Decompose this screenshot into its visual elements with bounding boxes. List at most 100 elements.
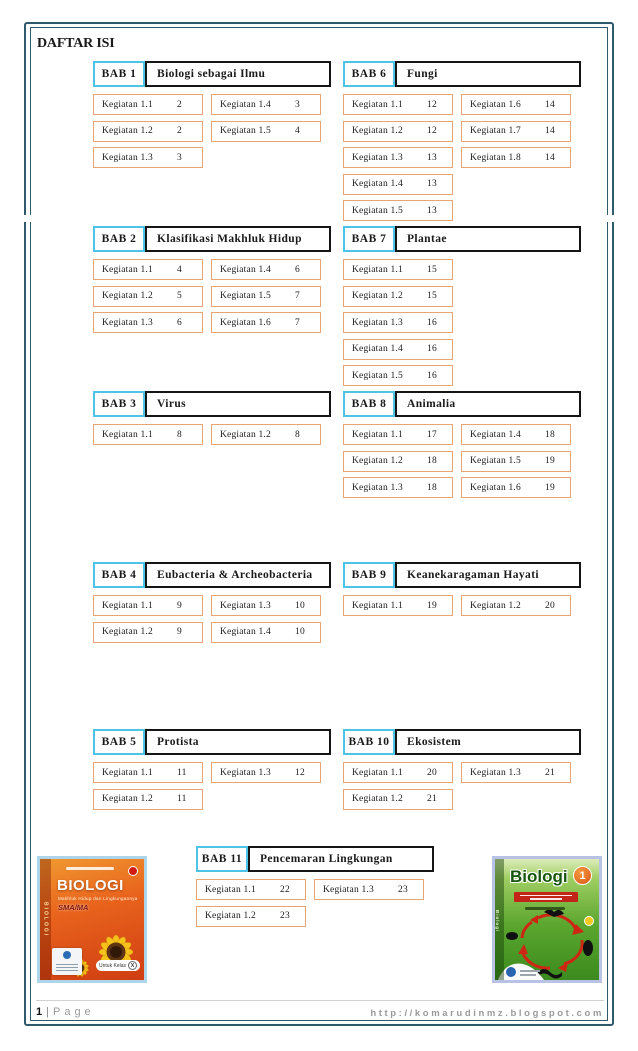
page-title: DAFTAR ISI — [37, 36, 115, 51]
chapter-section: BAB 9 Keanekaragaman Hayati Kegiatan 1.1… — [343, 562, 581, 616]
kegiatan-page-number: 15 — [427, 264, 437, 275]
chapter-title: Pencemaran Lingkungan — [248, 846, 434, 872]
publisher-dot-icon — [128, 866, 138, 876]
kegiatan-page-number: 11 — [177, 794, 187, 804]
kegiatan-label: Kegiatan 1.3 — [352, 482, 403, 493]
kegiatan-page-number: 21 — [427, 794, 437, 804]
page-join-gap-left — [21, 215, 34, 222]
kegiatan-label: Kegiatan 1.4 — [470, 429, 521, 440]
kegiatan-label: Kegiatan 1.3 — [220, 600, 271, 611]
kegiatan-page-number: 6 — [177, 317, 182, 328]
kegiatan-page-number: 18 — [545, 429, 555, 440]
kegiatan-page-number: 23 — [280, 911, 290, 921]
kegiatan-page-number: 18 — [427, 482, 437, 493]
chapter-title: Eubacteria & Archeobacteria — [145, 562, 331, 588]
kegiatan-label: Kegiatan 1.5 — [470, 456, 521, 466]
book-title: Biologi — [510, 867, 568, 886]
kegiatan-page-number: 18 — [427, 456, 437, 466]
page-border-inner — [30, 27, 608, 1021]
kegiatan-page-number: 9 — [177, 600, 182, 611]
kegiatan-label: Kegiatan 1.5 — [352, 370, 403, 381]
book-spine: Biologi — [495, 859, 504, 980]
kegiatan-page-number: 19 — [545, 482, 555, 493]
kegiatan-page-number: 13 — [427, 205, 437, 216]
kegiatan-label: Kegiatan 1.2 — [220, 429, 271, 440]
footer-page-indicator: 1|Page — [36, 1006, 95, 1018]
chapter-title: Virus — [145, 391, 331, 417]
kegiatan-page-number: 12 — [295, 767, 305, 778]
footer-divider — [36, 1000, 604, 1001]
chapter-header: BAB 1 Biologi sebagai Ilmu — [93, 61, 331, 87]
footer-page-word: Page — [52, 1006, 95, 1018]
kegiatan-label: Kegiatan 1.3 — [102, 152, 153, 163]
kegiatan-label: Kegiatan 1.4 — [352, 179, 403, 189]
kegiatan-label: Kegiatan 1.3 — [102, 317, 153, 328]
subtitle-banner — [514, 892, 578, 902]
book-spine: BIOLOGI — [40, 859, 51, 980]
kegiatan-page-number: 15 — [427, 291, 437, 301]
kegiatan-label: Kegiatan 1.2 — [470, 600, 521, 611]
kegiatan-label: Kegiatan 1.4 — [352, 344, 403, 354]
kegiatan-label: Kegiatan 1.8 — [470, 152, 521, 163]
kegiatan-label: Kegiatan 1.1 — [352, 767, 403, 778]
chapter-header: BAB 11 Pencemaran Lingkungan — [196, 846, 434, 872]
chapter-header: BAB 9 Keanekaragaman Hayati — [343, 562, 581, 588]
kegiatan-label: Kegiatan 1.5 — [220, 291, 271, 301]
kegiatan-label: Kegiatan 1.6 — [470, 99, 521, 110]
kegiatan-page-number: 4 — [177, 264, 182, 275]
kegiatan-label: Kegiatan 1.2 — [352, 126, 403, 136]
kegiatan-page-number: 16 — [427, 344, 437, 354]
chapter-label: BAB 10 — [343, 729, 395, 755]
kegiatan-page-number: 19 — [427, 600, 437, 611]
kegiatan-item: Kegiatan 1.4 10 — [211, 621, 321, 643]
kegiatan-label: Kegiatan 1.4 — [220, 264, 271, 275]
chapter-section: BAB 11 Pencemaran Lingkungan Kegiatan 1.… — [196, 846, 434, 927]
kegiatan-item: Kegiatan 1.3 18 — [343, 477, 453, 498]
kegiatan-page-number: 13 — [427, 152, 437, 163]
kegiatan-page-number: 10 — [295, 627, 305, 637]
chapter-header: BAB 7 Plantae — [343, 226, 581, 252]
kegiatan-label: Kegiatan 1.3 — [220, 767, 271, 778]
kegiatan-page-number: 14 — [545, 152, 555, 163]
price-dot-icon — [584, 916, 594, 926]
chapter-header: BAB 4 Eubacteria & Archeobacteria — [93, 562, 331, 588]
kegiatan-page-number: 21 — [545, 767, 555, 778]
volume-badge: 1 — [573, 866, 592, 885]
chapter-title: Animalia — [395, 391, 581, 417]
kegiatan-label: Kegiatan 1.4 — [220, 627, 271, 637]
footer-url: http://komarudinmz.blogspot.com — [370, 1008, 604, 1019]
page-border-outer — [24, 22, 614, 1026]
kegiatan-page-number: 17 — [427, 429, 437, 440]
